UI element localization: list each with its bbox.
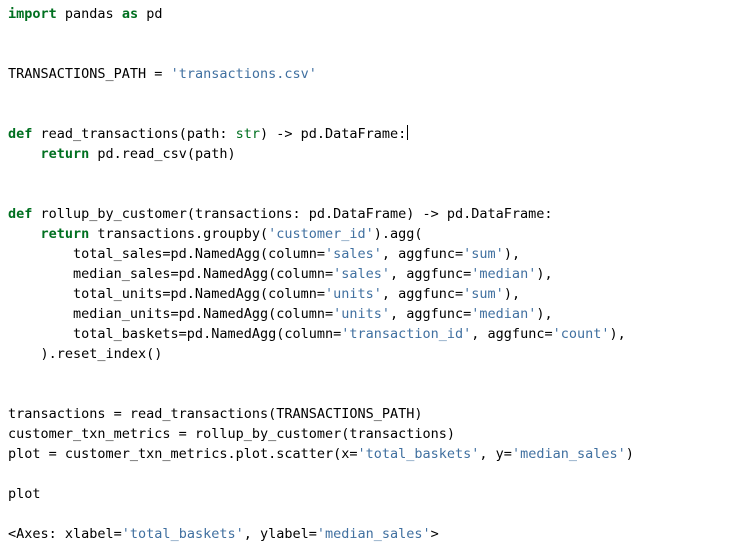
code-token-plain: , aggfunc= (381, 286, 464, 302)
code-token-plain: median_units=pd.NamedAgg(column= (8, 306, 334, 322)
code-line[interactable]: plot = customer_txn_metrics.plot.scatter… (8, 444, 738, 464)
code-token-str: 'median_sales' (511, 446, 626, 462)
code-line[interactable] (8, 464, 738, 484)
text-caret-icon (407, 125, 409, 140)
code-token-plain: TRANSACTIONS_PATH = (8, 66, 171, 82)
code-token-plain: , aggfunc= (390, 266, 472, 282)
code-line[interactable]: def read_transactions(path: str) -> pd.D… (8, 124, 738, 144)
code-line[interactable]: <Axes: xlabel='total_baskets', ylabel='m… (8, 524, 738, 544)
code-line[interactable] (8, 104, 738, 124)
code-token-str: 'median' (471, 306, 537, 322)
code-token-plain: > (430, 526, 439, 542)
code-line[interactable]: return transactions.groupby('customer_id… (8, 224, 738, 244)
code-token-kw: return (40, 146, 90, 162)
code-token-str: 'sum' (463, 246, 504, 262)
code-token-plain: total_baskets=pd.NamedAgg(column= (8, 326, 342, 342)
code-line[interactable] (8, 44, 738, 64)
code-token-str: 'median' (471, 266, 537, 282)
code-token-str: 'units' (333, 306, 391, 322)
code-token-plain: ), (609, 326, 626, 342)
code-token-plain: ), (503, 286, 521, 302)
code-token-str: 'transactions.csv' (170, 66, 317, 82)
code-token-plain: plot (8, 486, 41, 502)
code-token-plain: , ylabel= (243, 526, 317, 542)
code-line[interactable]: import pandas as pd (8, 4, 738, 24)
code-token-plain: ), (536, 306, 553, 322)
code-token-bi: str (235, 126, 260, 142)
code-token-plain: , y= (479, 446, 512, 462)
code-line[interactable]: def rollup_by_customer(transactions: pd.… (8, 204, 738, 224)
code-line[interactable]: total_baskets=pd.NamedAgg(column='transa… (8, 324, 738, 344)
code-token-str: 'sales' (333, 266, 391, 282)
code-token-str: 'sum' (463, 286, 504, 302)
code-line[interactable]: customer_txn_metrics = rollup_by_custome… (8, 424, 738, 444)
code-token-plain: ).reset_index() (8, 346, 163, 362)
code-token-plain: median_sales=pd.NamedAgg(column= (8, 266, 334, 282)
code-token-kw: def (8, 206, 33, 222)
code-line[interactable]: transactions = read_transactions(TRANSAC… (8, 404, 738, 424)
code-token-plain: , aggfunc= (381, 246, 464, 262)
code-line[interactable] (8, 364, 738, 384)
code-line[interactable]: total_units=pd.NamedAgg(column='units', … (8, 284, 738, 304)
code-line[interactable]: plot (8, 484, 738, 504)
code-token-kw: def (8, 126, 33, 142)
code-line[interactable]: median_sales=pd.NamedAgg(column='sales',… (8, 264, 738, 284)
code-token-plain: pd.read_csv(path) (89, 146, 236, 162)
code-token-plain: , aggfunc= (471, 326, 553, 342)
code-line[interactable]: median_units=pd.NamedAgg(column='units',… (8, 304, 738, 324)
code-token-plain: total_sales=pd.NamedAgg(column= (8, 246, 325, 262)
code-token-plain: transactions = read_transactions(TRANSAC… (8, 406, 423, 422)
code-line[interactable]: total_sales=pd.NamedAgg(column='sales', … (8, 244, 738, 264)
code-line[interactable] (8, 504, 738, 524)
code-token-str: 'total_baskets' (357, 446, 480, 462)
code-token-plain: pd (138, 6, 163, 22)
code-token-str: 'total_baskets' (121, 526, 244, 542)
code-line[interactable] (8, 184, 738, 204)
code-token-plain (8, 146, 41, 162)
code-line[interactable] (8, 24, 738, 44)
code-token-plain: total_units=pd.NamedAgg(column= (8, 286, 325, 302)
code-line[interactable] (8, 84, 738, 104)
code-line[interactable] (8, 384, 738, 404)
code-token-plain: customer_txn_metrics = rollup_by_custome… (8, 426, 456, 442)
code-token-str: 'median_sales' (316, 526, 431, 542)
code-token-str: 'units' (324, 286, 382, 302)
code-token-plain: ) (625, 446, 634, 462)
code-line[interactable]: return pd.read_csv(path) (8, 144, 738, 164)
code-line[interactable] (8, 164, 738, 184)
code-token-str: 'transaction_id' (341, 326, 472, 342)
code-token-plain: , aggfunc= (390, 306, 472, 322)
code-token-str: 'customer_id' (268, 226, 374, 242)
code-token-kw: as (121, 6, 139, 22)
code-token-plain: ) -> pd.DataFrame: (259, 126, 407, 142)
code-token-kw: import (8, 6, 57, 22)
code-token-plain (8, 226, 41, 242)
code-token-plain: <Axes: xlabel= (8, 526, 122, 542)
code-token-plain: ), (536, 266, 553, 282)
code-token-plain: rollup_by_customer(transactions: pd.Data… (32, 206, 553, 222)
code-token-str: 'sales' (324, 246, 382, 262)
code-block: import pandas as pd TRANSACTIONS_PATH = … (8, 4, 738, 544)
code-token-plain: ), (503, 246, 521, 262)
code-token-plain: ).agg( (373, 226, 423, 242)
code-token-plain: plot = customer_txn_metrics.plot.scatter… (8, 446, 358, 462)
code-token-plain: pandas (56, 6, 122, 22)
code-token-plain: read_transactions(path: (32, 126, 236, 142)
code-line[interactable]: ).reset_index() (8, 344, 738, 364)
code-line[interactable]: TRANSACTIONS_PATH = 'transactions.csv' (8, 64, 738, 84)
code-token-kw: return (40, 226, 90, 242)
code-token-str: 'count' (552, 326, 610, 342)
code-token-plain: transactions.groupby( (89, 226, 269, 242)
